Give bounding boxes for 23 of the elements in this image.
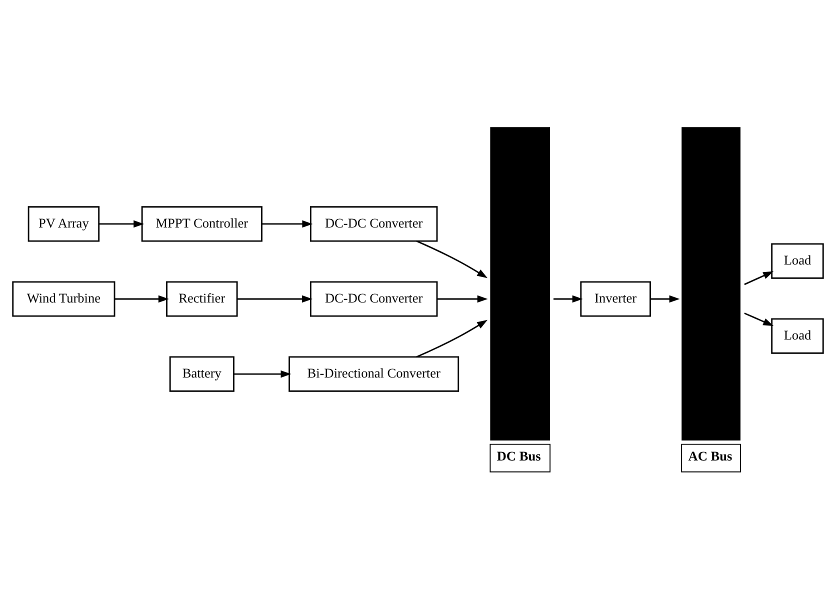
arrow bbox=[262, 220, 313, 228]
node-box: Battery bbox=[169, 356, 234, 392]
arrow bbox=[99, 220, 144, 228]
arrow bbox=[416, 319, 488, 358]
node-box: Load bbox=[771, 318, 824, 354]
arrow bbox=[237, 294, 312, 302]
node-box: Load bbox=[771, 242, 824, 278]
arrow bbox=[744, 270, 774, 285]
arrow bbox=[114, 294, 169, 302]
node-box: PV Array bbox=[28, 206, 100, 242]
arrow bbox=[437, 294, 488, 302]
node-box: MPPT Controller bbox=[141, 206, 262, 242]
node-box: Bi-Directional Converter bbox=[288, 356, 460, 392]
arrow bbox=[744, 312, 774, 326]
node-box: DC-DC Converter bbox=[310, 206, 438, 242]
node-box: DC-DC Converter bbox=[310, 280, 438, 316]
node-box: Inverter bbox=[580, 280, 651, 316]
arrow bbox=[416, 240, 488, 278]
node-box: Wind Turbine bbox=[12, 280, 116, 316]
arrow bbox=[553, 294, 583, 302]
arrow bbox=[234, 370, 292, 378]
node-box: Rectifier bbox=[166, 280, 238, 316]
arrow bbox=[650, 294, 680, 302]
